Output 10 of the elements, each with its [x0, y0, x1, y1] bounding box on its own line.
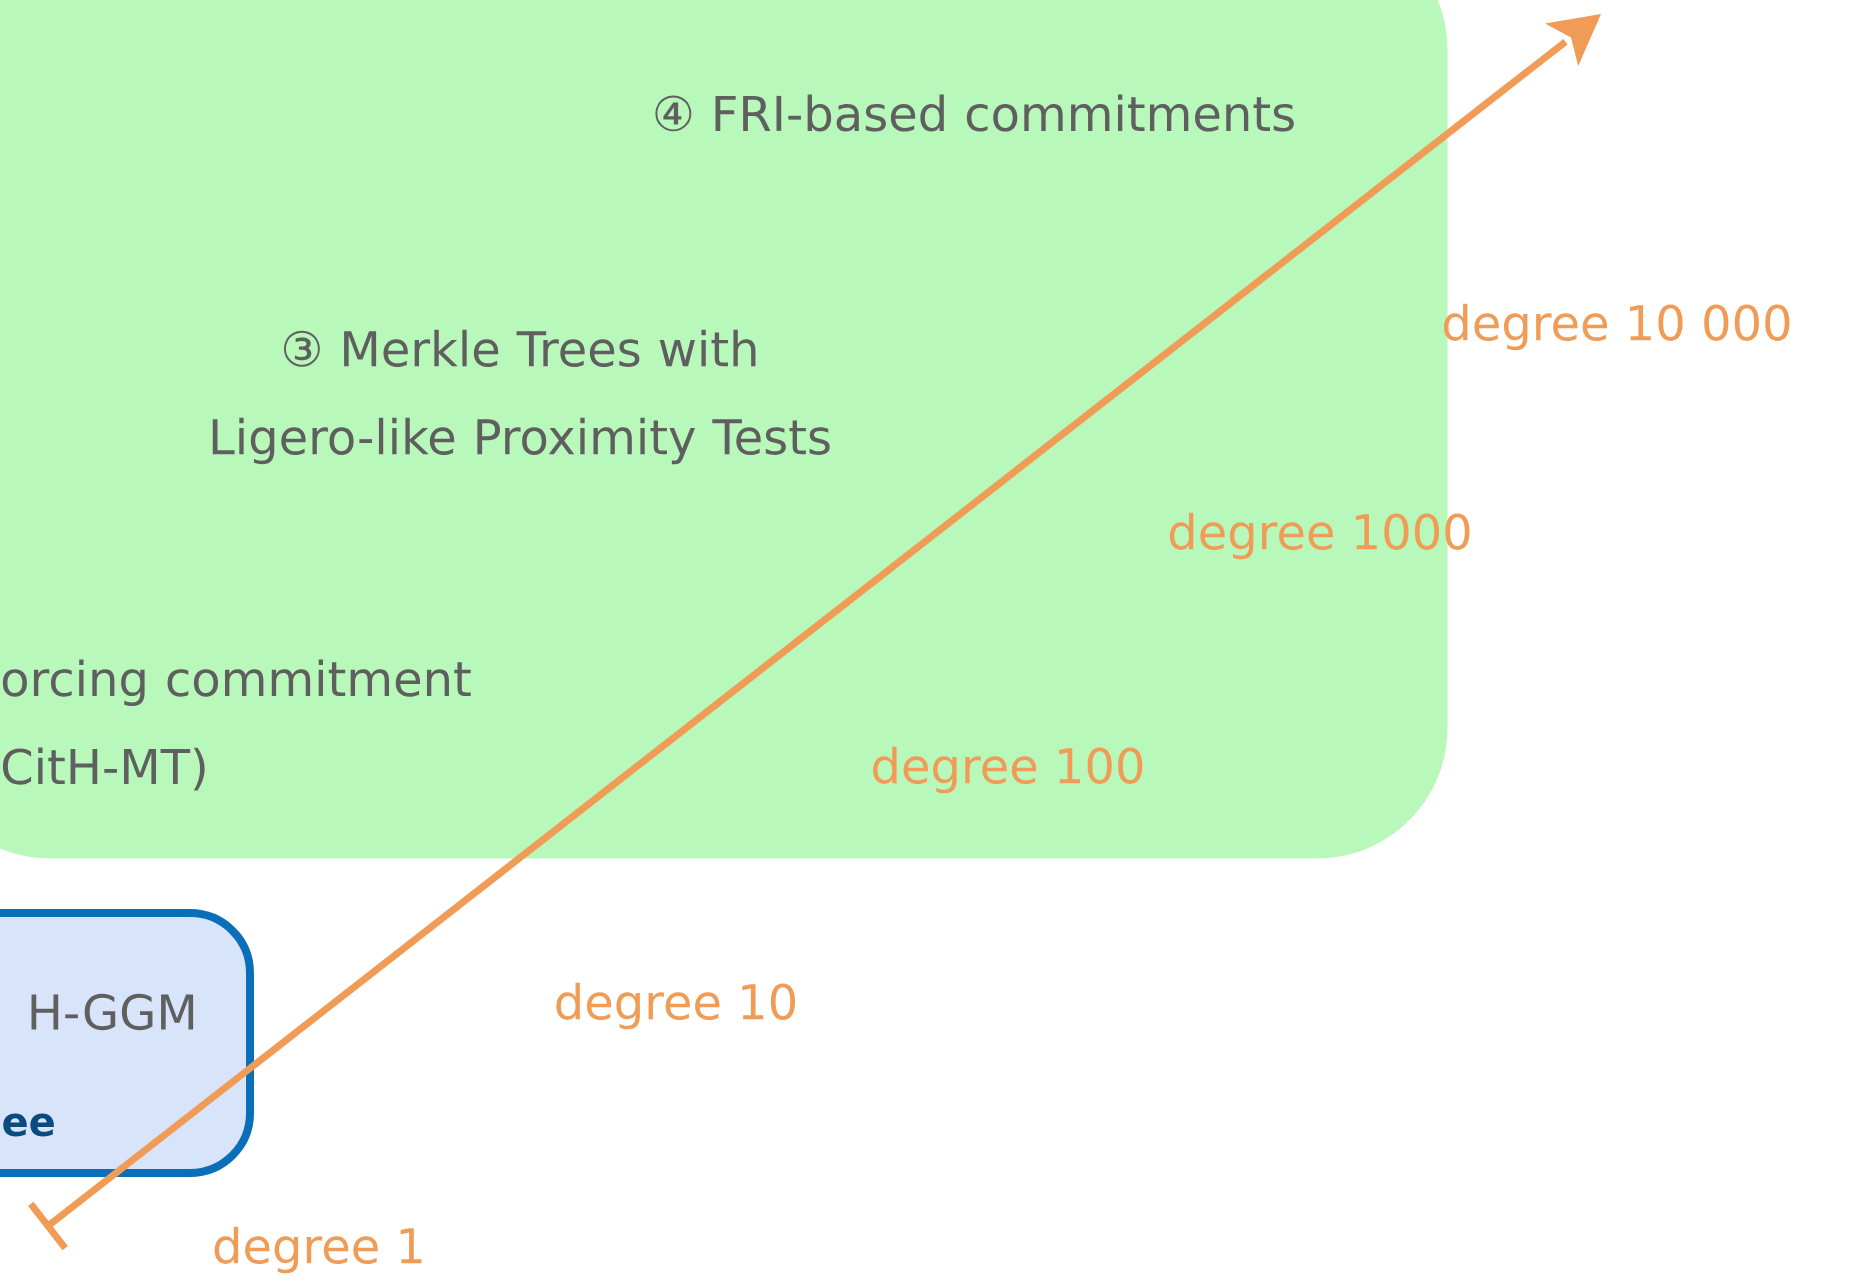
box-text: ③ Merkle Trees with Ligero-like Proximity Tests — [212, 329, 830, 465]
box-text: orcing commitment CitH-MT) — [2, 659, 471, 791]
axis-label: degree 10 — [556, 982, 795, 1030]
axis-label: degree 1 — [214, 1226, 422, 1274]
box-text: ee — [3, 1113, 54, 1137]
axis-label: degree 10 000 — [1443, 303, 1790, 351]
rounded-box — [0, 909, 254, 1177]
axis-label: degree 100 — [873, 746, 1143, 794]
box-text: H-GGM — [31, 993, 194, 1031]
box-text: ④ FRI-based commitments — [655, 94, 1294, 132]
